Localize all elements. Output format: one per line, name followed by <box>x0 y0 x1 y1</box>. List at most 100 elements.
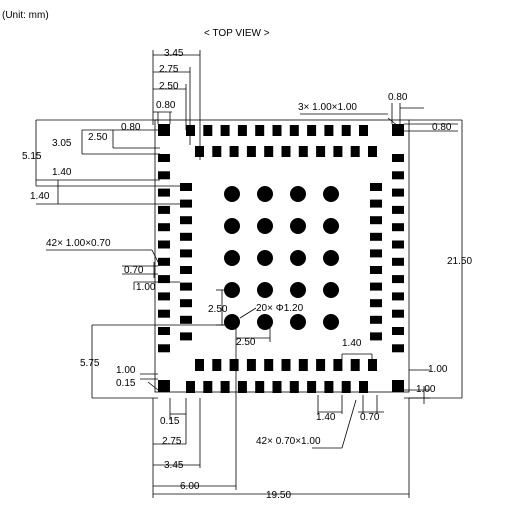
pad-top-outer <box>237 125 247 136</box>
pad-top-inner <box>212 146 222 157</box>
pad-bottom-outer <box>359 381 368 393</box>
pad-left-inner <box>180 266 192 274</box>
pad-top-inner <box>281 146 291 157</box>
pad-top-outer <box>307 125 317 136</box>
pad-right-inner <box>370 199 382 208</box>
pad-top-inner <box>333 146 343 157</box>
pad-top-inner <box>229 146 239 157</box>
pad-right-outer <box>392 275 404 284</box>
dimension-line <box>341 399 357 449</box>
dim-2-50-ball-h: 2.50 <box>236 337 256 348</box>
pad-left-inner <box>180 299 192 308</box>
callout-bottom-pads: 42× 0.70×1.00 <box>256 436 321 447</box>
dimension-lines <box>35 50 463 498</box>
thermal-ball <box>257 314 273 330</box>
pad-right-inner <box>370 332 382 341</box>
dim-19-50: 19.50 <box>266 490 291 501</box>
pad-top-outer <box>359 125 368 136</box>
pad-top-outer <box>255 125 265 136</box>
pad-bottom-outer <box>341 381 351 393</box>
pad-right-outer <box>392 240 404 249</box>
pad-right-inner <box>370 299 382 308</box>
dim-2-50-top: 2.50 <box>159 81 179 92</box>
pad-bottom-outer <box>324 381 334 393</box>
thermal-ball <box>290 250 306 266</box>
pad-left-inner <box>180 216 192 225</box>
pad-right-inner <box>370 232 382 241</box>
dim-1-40-bottom-inner: 1.40 <box>342 338 362 349</box>
pad-bottom-outer <box>255 381 265 393</box>
pad-bottom-inner <box>229 359 239 371</box>
pad-left-inner <box>180 315 192 324</box>
pad-corner <box>392 124 404 136</box>
thermal-ball <box>224 250 240 266</box>
pad-top-outer <box>272 125 282 136</box>
callout-balls: 20× Φ1.20 <box>256 303 304 314</box>
dim-5-75: 5.75 <box>80 358 100 369</box>
pad-bottom-inner <box>333 359 343 371</box>
pad-top-outer <box>324 125 334 136</box>
pad-left-inner <box>180 282 192 291</box>
thermal-ball <box>257 186 273 202</box>
thermal-ball <box>323 250 339 266</box>
dim-1-00-bl: 1.00 <box>116 365 136 376</box>
dim-0-15-left: 0.15 <box>116 378 136 389</box>
dim-2-75-bottom: 2.75 <box>162 436 182 447</box>
thermal-ball <box>323 282 339 298</box>
pad-corner <box>158 380 170 392</box>
pad-top-inner <box>350 146 360 157</box>
pad-left-outer <box>158 344 170 353</box>
dim-5-15: 5.15 <box>22 151 42 162</box>
pad-right-inner <box>370 249 382 258</box>
dim-1-00-br-a: 1.00 <box>428 364 448 375</box>
dim-6-00: 6.00 <box>180 481 200 492</box>
pad-left-outer <box>158 327 170 335</box>
pad-bottom-outer <box>289 381 299 393</box>
pad-right-outer <box>392 154 404 162</box>
pad-right-inner <box>370 315 382 324</box>
pad-right-outer <box>392 171 404 180</box>
dim-0-80-tr: 0.80 <box>388 92 408 103</box>
thermal-ball <box>257 282 273 298</box>
pad-bottom-inner <box>212 359 222 371</box>
pad-left-inner <box>180 332 192 341</box>
dim-1-00-left: 1.00 <box>136 282 156 293</box>
pad-left-outer <box>158 154 170 162</box>
dimension-line <box>239 307 257 319</box>
pad-left-inner <box>180 249 192 258</box>
thermal-ball <box>224 186 240 202</box>
pad-bottom-inner <box>264 359 274 371</box>
dim-0-80-right: 0.80 <box>432 122 452 133</box>
thermal-ball <box>323 314 339 330</box>
pad-left-outer <box>158 292 170 301</box>
pad-bottom-outer <box>237 381 247 393</box>
pad-top-outer <box>186 125 195 136</box>
pad-right-outer <box>392 292 404 301</box>
dim-2-50-left: 2.50 <box>88 132 108 143</box>
pad-right-outer <box>392 257 404 266</box>
pad-bottom-outer <box>307 381 317 393</box>
dimension-line <box>151 249 161 267</box>
thermal-ball <box>323 218 339 234</box>
pad-bottom-inner <box>298 359 308 371</box>
dim-1-00-br-b: 1.00 <box>416 384 436 395</box>
thermal-ball <box>224 314 240 330</box>
pad-left-outer <box>158 188 170 197</box>
pad-top-outer <box>341 125 351 136</box>
pad-bottom-outer <box>186 381 195 393</box>
pad-top-inner <box>368 146 377 157</box>
dim-0-80-top: 0.80 <box>156 100 176 111</box>
pad-left-inner <box>180 183 192 191</box>
pad-corner <box>392 380 404 392</box>
pad-top-inner <box>195 146 204 157</box>
dim-0-70-bottom: 0.70 <box>360 412 380 423</box>
pad-top-inner <box>246 146 256 157</box>
pad-right-inner <box>370 183 382 191</box>
pad-top-outer <box>203 125 213 136</box>
pad-left-outer <box>158 240 170 249</box>
pad-bottom-outer <box>203 381 213 393</box>
dim-3-45-top: 3.45 <box>164 48 184 59</box>
pad-left-inner <box>180 199 192 208</box>
pad-left-outer <box>158 171 170 180</box>
pad-right-outer <box>392 188 404 197</box>
